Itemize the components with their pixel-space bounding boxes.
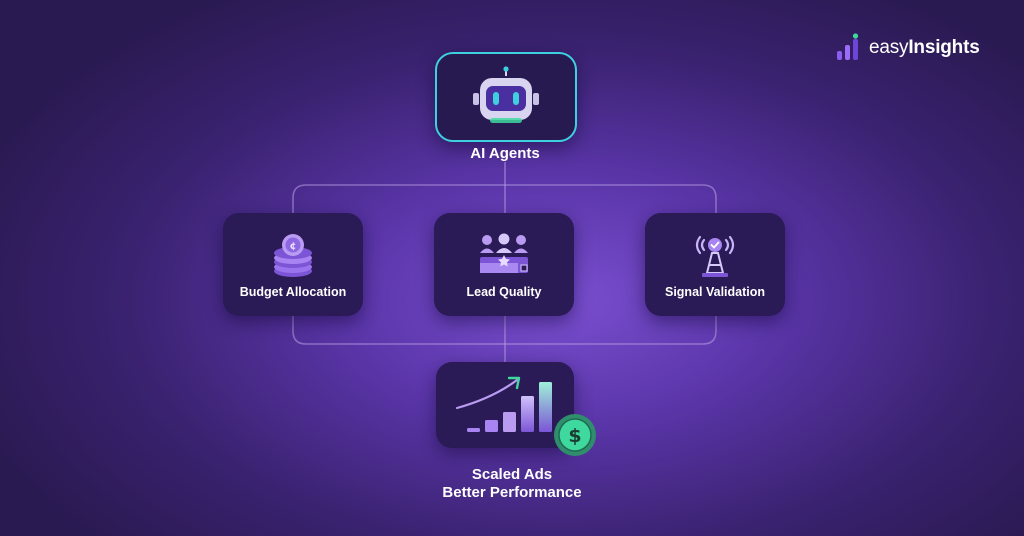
- scaled-ads-title: Scaled Ads Better Performance: [380, 466, 644, 502]
- scaled-ads-line-1: Scaled Ads: [471, 466, 553, 483]
- audience-icon: [480, 233, 528, 273]
- scaled-ads-card: [436, 362, 574, 448]
- signal-tower-icon: [695, 235, 735, 277]
- brand-bars-icon: [837, 33, 859, 60]
- svg-text:$: $: [568, 425, 581, 447]
- signal-validation-label: Signal Validation: [664, 285, 766, 299]
- scaled-ads-line-2: Better Performance: [442, 484, 582, 501]
- robot-icon: [473, 66, 539, 123]
- lead-quality-label: Lead Quality: [466, 285, 542, 299]
- budget-allocation-label: Budget Allocation: [239, 285, 347, 299]
- ai-agents-title: AI Agents: [470, 145, 540, 162]
- growth-chart-icon: [455, 376, 552, 432]
- coins-icon: ¢: [274, 234, 312, 277]
- signal-validation-card: Signal Validation: [645, 213, 785, 316]
- ai-agents-card: [435, 52, 577, 142]
- budget-allocation-card: ¢ Budget Allocation: [223, 213, 363, 316]
- lead-quality-card: Lead Quality: [434, 213, 574, 316]
- brand-name: easyInsights: [869, 37, 980, 58]
- dollar-coin-icon: $: [554, 414, 596, 456]
- svg-text:¢: ¢: [290, 241, 297, 252]
